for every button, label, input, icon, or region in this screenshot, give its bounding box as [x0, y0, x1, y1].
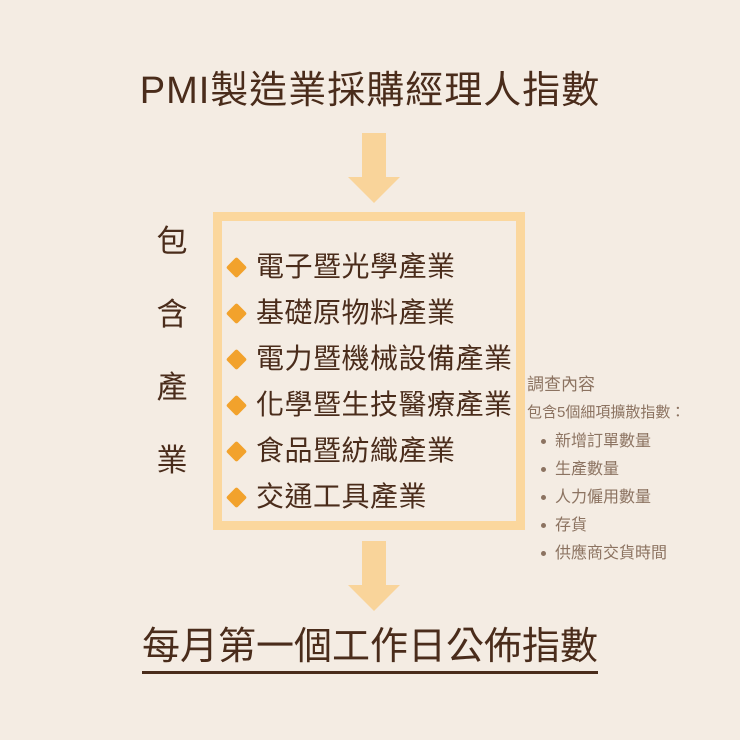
industry-list: 電子暨光學產業 基礎原物料產業 電力暨機械設備產業 化學暨生技醫療產業 食品暨紡…	[221, 228, 533, 520]
page-title: PMI製造業採購經理人指數	[139, 70, 601, 112]
list-item: 食品暨紡織產業	[225, 428, 533, 474]
arrow-head	[348, 177, 400, 203]
survey-title: 調查內容	[527, 375, 595, 394]
industry-label: 基礎原物料產業	[256, 297, 456, 328]
arrow-shaft	[362, 541, 386, 587]
vertical-label-char: 產	[156, 370, 188, 405]
list-item: 電子暨光學產業	[225, 244, 533, 290]
vertical-label-char: 含	[156, 297, 188, 332]
industry-box	[213, 212, 525, 530]
diamond-bullet-icon	[225, 348, 248, 370]
list-item: 電力暨機械設備產業	[225, 336, 533, 382]
list-item: 基礎原物料產業	[225, 290, 533, 336]
industry-label: 食品暨紡織產業	[256, 435, 456, 466]
list-item: 供應商交貨時間	[541, 540, 739, 568]
arrow-shaft	[362, 133, 386, 179]
industry-label: 化學暨生技醫療產業	[256, 389, 513, 420]
diamond-bullet-icon	[225, 302, 248, 324]
down-arrow-icon-bottom	[348, 541, 400, 611]
vertical-label-char: 業	[156, 443, 188, 478]
diamond-bullet-icon	[225, 440, 248, 462]
list-item: 新增訂單數量	[541, 428, 739, 456]
list-item: 交通工具產業	[225, 474, 533, 520]
list-item: 人力僱用數量	[541, 484, 739, 512]
list-item: 存貨	[541, 512, 739, 540]
survey-item-list: 新增訂單數量 生產數量 人力僱用數量 存貨 供應商交貨時間	[527, 428, 739, 568]
industry-label: 電力暨機械設備產業	[256, 343, 513, 374]
list-item: 生產數量	[541, 456, 739, 484]
diamond-bullet-icon	[225, 394, 248, 416]
publication-note: 每月第一個工作日公佈指數	[0, 622, 740, 674]
down-arrow-icon-top	[348, 133, 400, 203]
survey-subtitle: 包含5個細項擴散指數：	[527, 404, 686, 421]
list-item: 化學暨生技醫療產業	[225, 382, 533, 428]
publication-note-text: 每月第一個工作日公佈指數	[141, 626, 598, 674]
industry-label: 交通工具產業	[256, 481, 428, 512]
diamond-bullet-icon	[225, 486, 248, 508]
arrow-head	[348, 585, 400, 611]
vertical-label-included-industries: 包 含 產 業	[148, 226, 196, 476]
diamond-bullet-icon	[225, 256, 248, 278]
survey-panel: 調查內容 包含5個細項擴散指數： 新增訂單數量 生產數量 人力僱用數量 存貨 供…	[527, 374, 739, 568]
industry-label: 電子暨光學產業	[256, 251, 456, 282]
vertical-label-char: 包	[156, 224, 188, 259]
